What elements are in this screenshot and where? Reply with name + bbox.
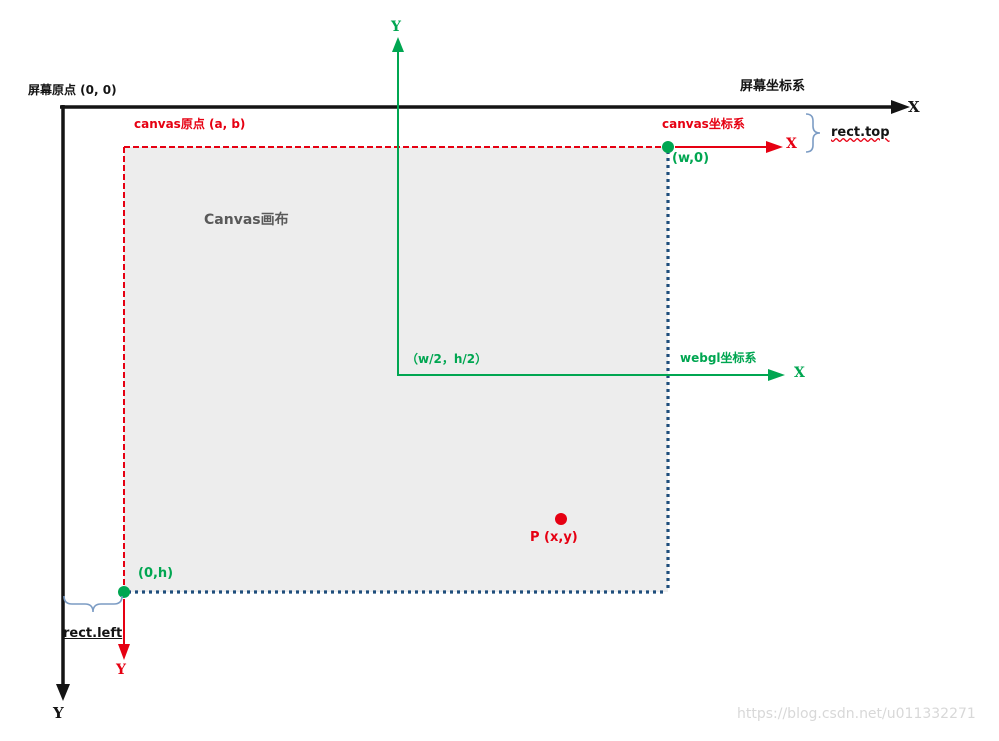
screen-x-arrowhead xyxy=(891,100,910,114)
screen-x-axis-label: X xyxy=(908,98,920,116)
point-w0-dot xyxy=(662,141,674,153)
webgl-y-axis-label: Y xyxy=(391,19,401,35)
canvas-x-axis-label: X xyxy=(786,136,797,152)
screen-y-arrowhead xyxy=(56,684,70,701)
webgl-system-label: webgl坐标系 xyxy=(680,351,757,365)
canvas-origin-label: canvas原点 (a, b) xyxy=(134,117,246,131)
rect-top-label: rect.top xyxy=(831,125,890,140)
webgl-center-label: （w/2，h/2） xyxy=(406,352,488,366)
rect-top-brace xyxy=(805,113,821,153)
rect-left-brace xyxy=(63,595,123,613)
point-p-label: P (x,y) xyxy=(530,530,578,545)
screen-system-label: 屏幕坐标系 xyxy=(740,79,806,94)
webgl-axes xyxy=(392,37,785,381)
canvas-area-rect xyxy=(124,147,668,592)
canvas-name-label: Canvas画布 xyxy=(204,212,289,228)
canvas-axes xyxy=(118,141,783,660)
canvas-system-label: canvas坐标系 xyxy=(662,117,745,131)
point-0h-dot xyxy=(118,586,130,598)
screen-y-axis-label: Y xyxy=(53,704,64,722)
webgl-x-arrowhead xyxy=(768,369,785,381)
corner-top-right-label: (w,0) xyxy=(672,151,710,166)
point-p-dot xyxy=(555,513,567,525)
webgl-y-arrowhead xyxy=(392,37,404,52)
screen-origin-label: 屏幕原点 (0, 0) xyxy=(28,83,117,97)
screen-axes xyxy=(56,100,910,701)
webgl-x-axis-label: X xyxy=(794,365,805,381)
measure-braces xyxy=(63,113,821,613)
corner-bottom-left-label: (0,h) xyxy=(138,566,174,581)
canvas-dotted-edges xyxy=(128,151,670,594)
rect-left-label: rect.left xyxy=(63,626,123,641)
watermark-text: https://blog.csdn.net/u011332271 xyxy=(737,706,976,722)
canvas-y-arrowhead xyxy=(118,644,130,660)
canvas-y-axis-label: Y xyxy=(116,662,126,678)
canvas-x-arrowhead xyxy=(766,141,783,153)
